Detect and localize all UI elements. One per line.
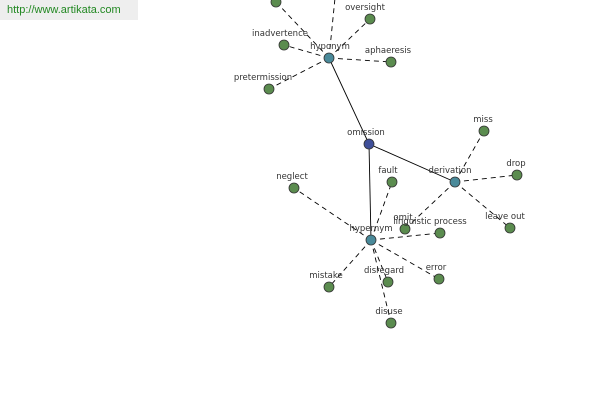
edge-omission-hyponym — [328, 57, 370, 145]
node-label-omission: omission — [347, 128, 385, 138]
node-dot-aphaeresis[interactable] — [385, 56, 397, 68]
node-label-disuse: disuse — [375, 307, 402, 317]
node-disuse[interactable]: disuse — [375, 307, 403, 329]
nodes-layer: omission hyponym derivation hypernym oversig… — [234, 0, 526, 329]
node-leave-out[interactable]: leave out — [485, 212, 526, 234]
node-omit[interactable]: omit — [393, 213, 413, 235]
node-dot-derivation[interactable] — [449, 176, 461, 188]
edge-hypernym-mistake — [328, 239, 372, 288]
edge-hypernym-disregard — [370, 239, 389, 283]
node-dot-leave-out[interactable] — [504, 222, 516, 234]
node-dot-neglect[interactable] — [288, 182, 300, 194]
node-dot-omit[interactable] — [399, 223, 411, 235]
node-offscreen-1[interactable] — [270, 0, 282, 8]
edge-derivation-drop — [454, 174, 518, 183]
node-label-pretermission: pretermission — [234, 73, 292, 83]
node-hyponym[interactable]: hyponym — [310, 42, 350, 64]
edge-omission-hypernym — [368, 143, 372, 241]
node-label-omit: omit — [393, 213, 413, 223]
edge-hyponym-inadvertence — [283, 44, 330, 59]
node-label-hyponym: hyponym — [310, 42, 350, 52]
node-label-aphaeresis: aphaeresis — [365, 46, 412, 56]
edge-hyponym-aphaeresis — [328, 57, 392, 63]
node-dot-disregard[interactable] — [382, 276, 394, 288]
node-neglect[interactable]: neglect — [276, 172, 308, 194]
node-label-hypernym: hypernym — [349, 224, 392, 234]
node-hypernym[interactable]: hypernym — [349, 224, 393, 246]
node-dot-fault[interactable] — [386, 176, 398, 188]
node-dot-miss[interactable] — [478, 125, 490, 137]
node-dot-hyponym[interactable] — [323, 52, 335, 64]
node-label-fault: fault — [378, 166, 398, 176]
node-derivation[interactable]: derivation — [428, 166, 472, 188]
edge-hyponym-oversight — [328, 18, 371, 59]
node-dot-drop[interactable] — [511, 169, 523, 181]
node-label-disregard: disregard — [364, 266, 404, 276]
node-inadvertence[interactable]: inadvertence — [252, 29, 308, 51]
node-fault[interactable]: fault — [378, 166, 398, 188]
node-error[interactable]: error — [426, 263, 447, 285]
node-label-error: error — [426, 263, 447, 273]
node-dot-offscreen-1[interactable] — [270, 0, 282, 8]
edge-hypernym-fault — [370, 181, 393, 241]
edge-derivation-omit — [404, 181, 456, 230]
edge-derivation-leave-out — [454, 181, 511, 229]
edge-hypernym-linguistic-process — [370, 232, 441, 241]
edge-derivation-miss — [454, 130, 485, 183]
site-url-link[interactable]: http://www.artikata.com — [0, 0, 138, 20]
edge-hypernym-neglect — [293, 187, 372, 241]
node-dot-disuse[interactable] — [385, 317, 397, 329]
node-miss[interactable]: miss — [473, 115, 493, 137]
node-label-mistake: mistake — [309, 271, 342, 281]
edge-hyponym-offscreen-2 — [328, 0, 336, 59]
node-oversight[interactable]: oversight — [345, 3, 386, 25]
node-dot-mistake[interactable] — [323, 281, 335, 293]
edge-hyponym-pretermission — [268, 57, 330, 90]
node-label-leave-out: leave out — [485, 212, 525, 222]
node-label-oversight: oversight — [345, 3, 386, 13]
node-dot-pretermission[interactable] — [263, 83, 275, 95]
node-aphaeresis[interactable]: aphaeresis — [365, 46, 412, 68]
node-linguistic-process[interactable]: linguistic process — [393, 217, 467, 239]
node-omission[interactable]: omission — [347, 128, 385, 150]
node-dot-error[interactable] — [433, 273, 445, 285]
node-label-inadvertence: inadvertence — [252, 29, 308, 39]
node-drop[interactable]: drop — [506, 159, 526, 181]
node-dot-omission[interactable] — [363, 138, 375, 150]
edge-hypernym-error — [370, 239, 440, 280]
node-label-neglect: neglect — [276, 172, 308, 182]
edge-hyponym-offscreen-1 — [275, 1, 330, 59]
node-label-linguistic-process: linguistic process — [393, 217, 467, 227]
node-dot-inadvertence[interactable] — [278, 39, 290, 51]
node-label-miss: miss — [473, 115, 493, 125]
node-dot-oversight[interactable] — [364, 13, 376, 25]
node-label-drop: drop — [506, 159, 525, 169]
edges-layer — [268, 0, 518, 324]
node-dot-linguistic-process[interactable] — [434, 227, 446, 239]
edge-omission-derivation — [368, 143, 456, 183]
node-pretermission[interactable]: pretermission — [234, 73, 292, 95]
node-disregard[interactable]: disregard — [364, 266, 404, 288]
node-dot-hypernym[interactable] — [365, 234, 377, 246]
node-label-derivation: derivation — [428, 166, 471, 176]
node-mistake[interactable]: mistake — [309, 271, 343, 293]
